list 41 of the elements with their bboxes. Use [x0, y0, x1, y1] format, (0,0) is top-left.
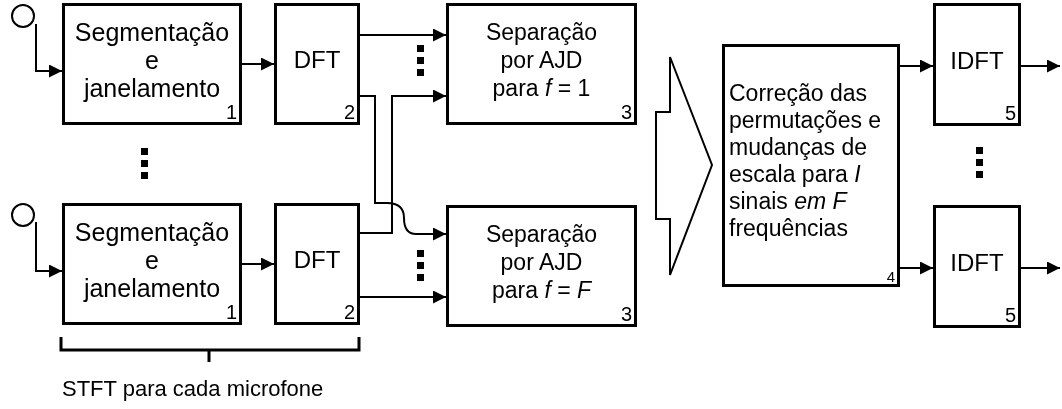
- block-number: 1: [225, 302, 237, 322]
- arrow: [1020, 261, 1061, 275]
- block-number: 5: [1004, 103, 1016, 123]
- process-box: [274, 203, 360, 325]
- box-label: IDFT: [950, 46, 1004, 75]
- arrow: [899, 59, 934, 73]
- arrow: [359, 290, 447, 304]
- box-label: Segmentação e janelamento: [73, 18, 231, 102]
- box-label: Separação por AJD para f = 1: [484, 18, 599, 102]
- box-label: Separação por AJD para f = F: [484, 220, 599, 304]
- process-box: [62, 203, 242, 325]
- box-label: DFT: [293, 46, 341, 74]
- microphone-circle: [11, 203, 35, 227]
- block-number: 1: [225, 102, 237, 122]
- process-box: [933, 205, 1021, 328]
- arrow: [35, 221, 63, 278]
- bracket-caption: STFT para cada microfone: [62, 376, 324, 402]
- block-number: 3: [620, 102, 632, 122]
- arrow: [241, 57, 275, 71]
- box-label: Segmentação e janelamento: [73, 218, 231, 302]
- block-number: 2: [343, 102, 355, 122]
- process-box: [446, 3, 637, 125]
- process-box: [933, 3, 1021, 126]
- box-label: IDFT: [950, 248, 1004, 277]
- process-box: [722, 44, 900, 287]
- box-label: Correção das permutações e mudanças de escala para I sinais em F frequências: [729, 79, 883, 242]
- process-box: [274, 3, 360, 125]
- process-box: [62, 3, 242, 125]
- block-number: 5: [1004, 305, 1016, 325]
- block-arrow: [655, 56, 714, 276]
- arrow: [359, 28, 447, 42]
- arrow: [1020, 59, 1061, 73]
- process-box: [446, 205, 637, 327]
- microphone-circle: [11, 4, 35, 28]
- arrow: [899, 261, 934, 275]
- block-number: 3: [620, 304, 632, 324]
- arrow: [35, 23, 63, 78]
- arrow: [241, 257, 275, 271]
- box-label: DFT: [293, 246, 341, 274]
- block-number: 4: [886, 269, 895, 284]
- block-number: 2: [343, 302, 355, 322]
